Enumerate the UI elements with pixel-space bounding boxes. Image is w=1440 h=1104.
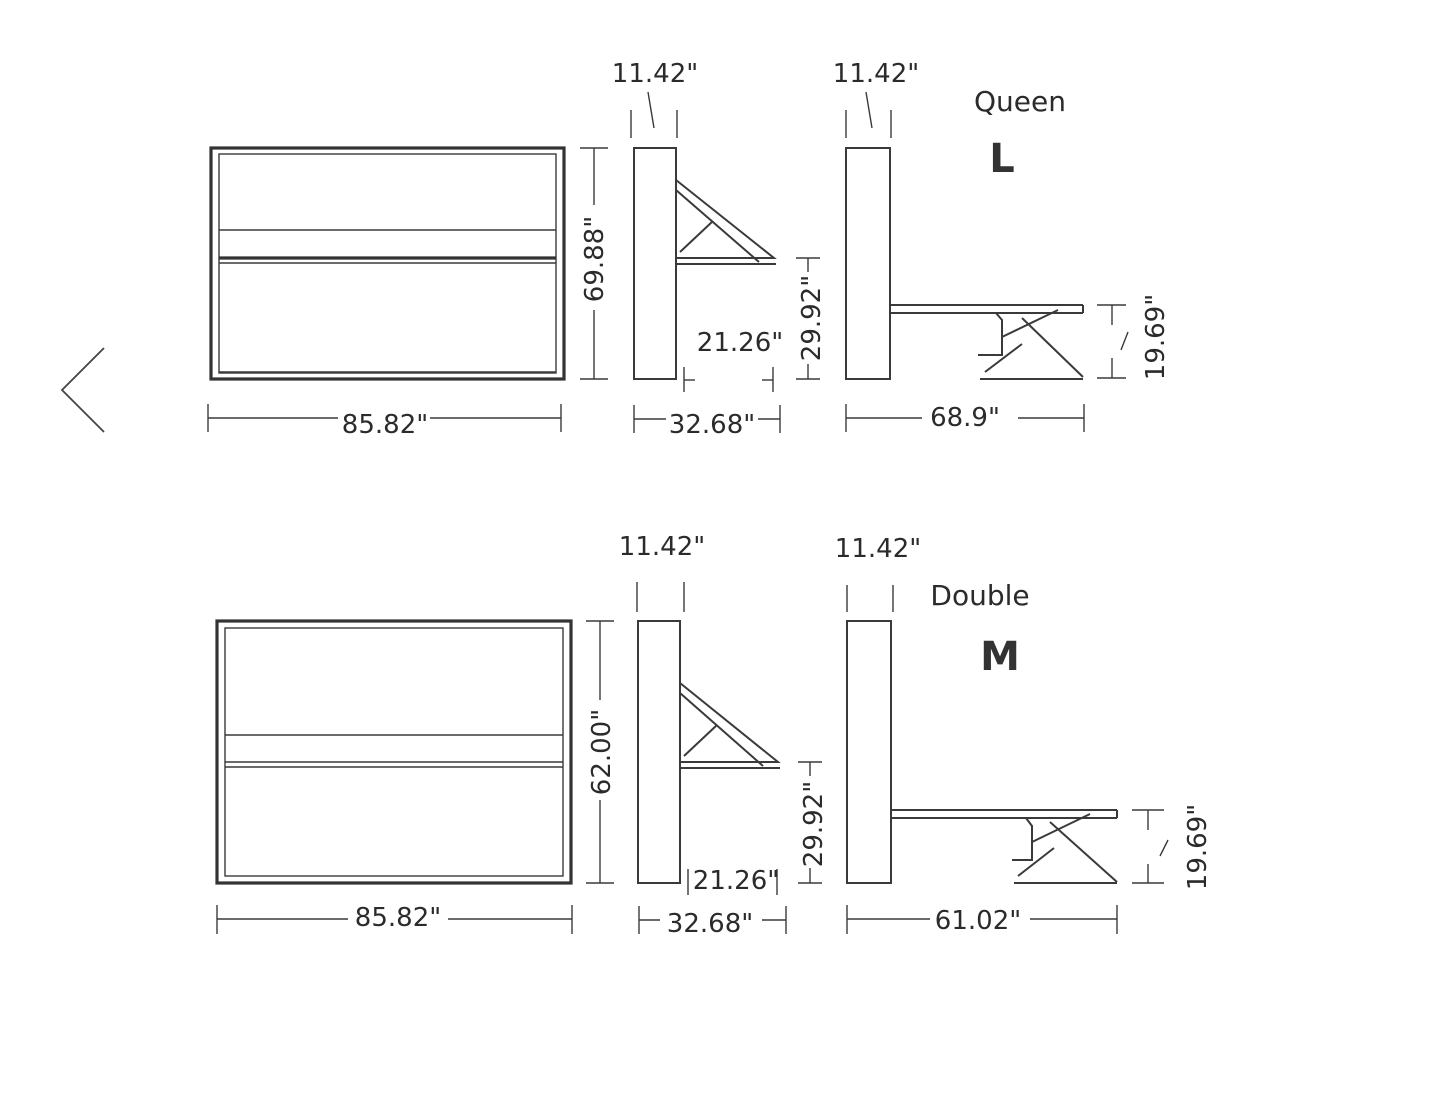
- double-height-dimension: 62.00": [586, 620, 617, 884]
- double-size-code: M: [980, 634, 1020, 680]
- queen-closed-depth-top: 11.42": [612, 59, 698, 138]
- double-desk-height-label: 29.92": [799, 781, 829, 867]
- queen-leg-height: 19.69": [1097, 294, 1171, 380]
- queen-side-closed: [633, 147, 777, 380]
- double-closed-depth-top: 11.42": [619, 532, 705, 612]
- queen-front-width: 85.82": [342, 410, 428, 440]
- queen-height-dimension: 69.88": [580, 147, 610, 380]
- queen-front-height: 69.88": [580, 216, 610, 302]
- double-leg-height-label: 19.69": [1183, 804, 1213, 890]
- queen-label: Queen: [974, 85, 1066, 118]
- double-desk-depth-label: 21.26": [693, 866, 779, 896]
- double-open-length-label: 61.02": [935, 906, 1021, 936]
- double-front-width: 85.82": [355, 903, 441, 933]
- double-leg-height: 19.69": [1132, 804, 1213, 890]
- double-side-closed: [637, 620, 781, 884]
- double-side-open: [846, 620, 1118, 884]
- queen-desk-depth-label: 21.26": [697, 328, 783, 358]
- queen-open-depth-label: 11.42": [833, 59, 919, 89]
- double-closed-depth-label: 11.42": [619, 532, 705, 562]
- double-desk-depth: 21.26": [687, 866, 779, 896]
- queen-desk-height-label: 29.92": [797, 275, 827, 361]
- queen-side-open: [845, 147, 1084, 380]
- queen-desk-depth: 21.26": [683, 328, 783, 392]
- queen-closed-depth-bottom: 32.68": [633, 405, 781, 440]
- queen-width-dimension: 85.82": [207, 404, 562, 440]
- double-closed-depth-bottom-label: 32.68": [667, 909, 753, 939]
- queen-closed-depth-bottom-label: 32.68": [669, 410, 755, 440]
- chevron-left-icon[interactable]: [50, 340, 120, 440]
- double-closed-depth-bottom: 32.68": [638, 906, 787, 939]
- double-width-dimension: 85.82": [216, 903, 573, 934]
- queen-open-length-label: 68.9": [930, 403, 1000, 433]
- double-open-length: 61.02": [846, 905, 1118, 936]
- queen-open-length: 68.9": [845, 403, 1085, 433]
- queen-closed-depth-label: 11.42": [612, 59, 698, 89]
- double-open-depth-top: 11.42": [835, 534, 921, 612]
- double-front-view: [215, 619, 573, 885]
- queen-front-view: [209, 146, 566, 381]
- queen-open-depth-top: 11.42": [833, 59, 919, 138]
- queen-desk-height: 29.92": [796, 257, 827, 380]
- queen-size-code: L: [989, 136, 1015, 182]
- queen-leg-height-label: 19.69": [1141, 294, 1171, 380]
- double-front-height: 62.00": [587, 709, 617, 795]
- double-desk-height: 29.92": [798, 761, 829, 884]
- double-label: Double: [930, 579, 1029, 612]
- double-open-depth-label: 11.42": [835, 534, 921, 564]
